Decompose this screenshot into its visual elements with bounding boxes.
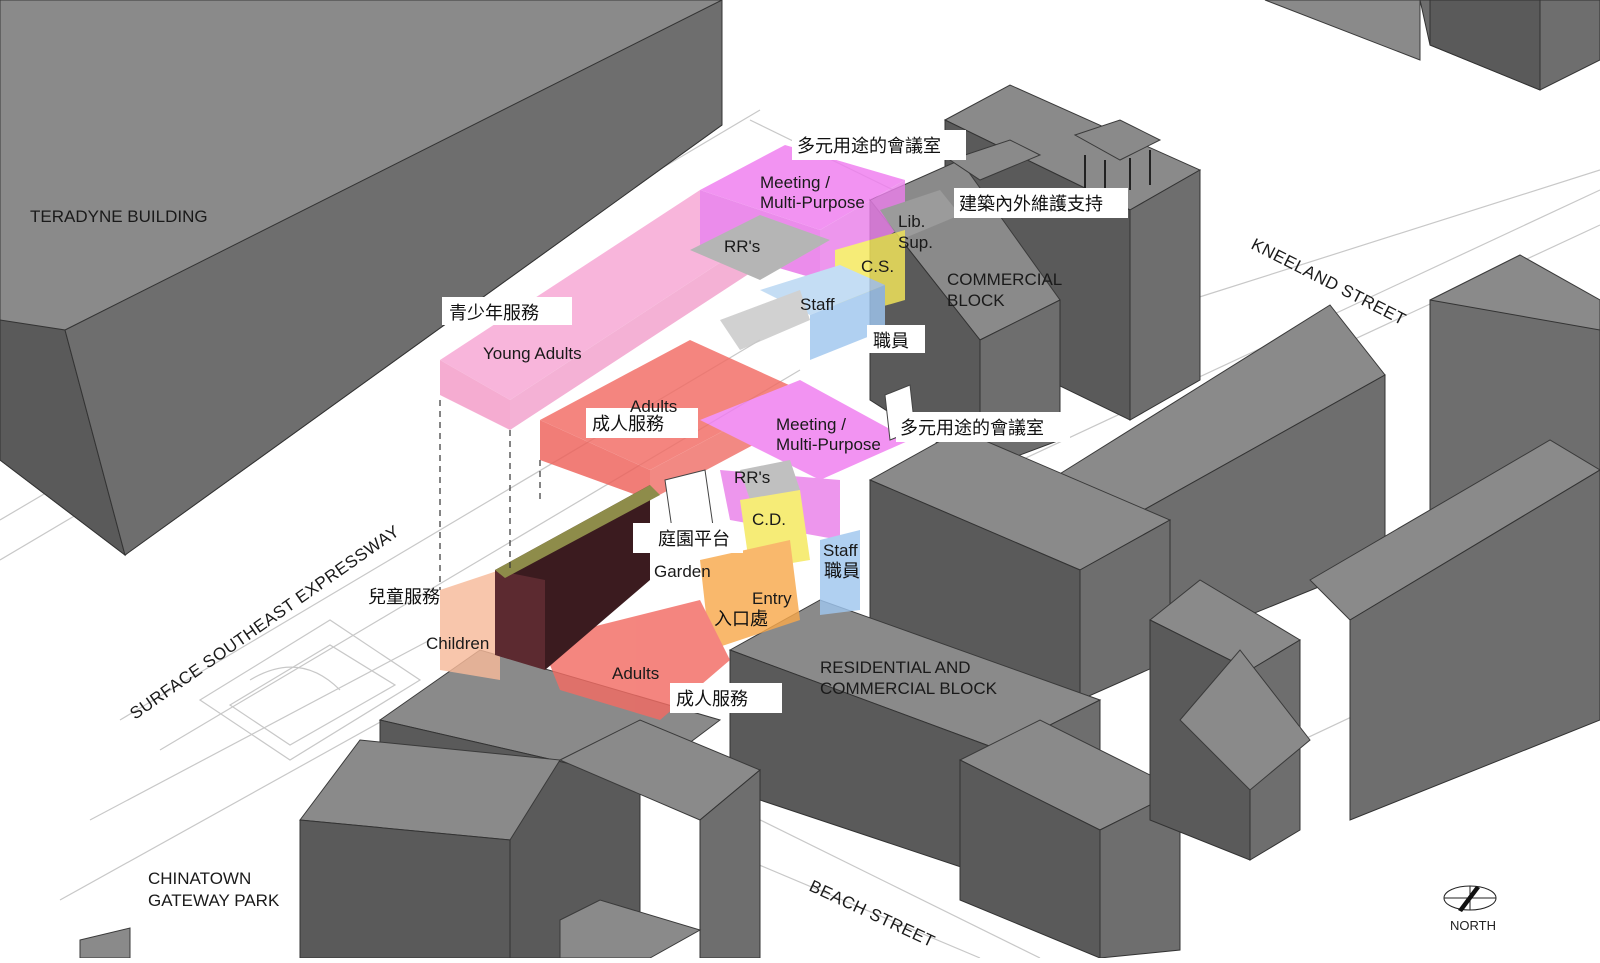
meeting-mid-label-2: Multi-Purpose: [776, 435, 881, 454]
adults-top-label: Adults: [630, 397, 677, 416]
column-lines: [439, 400, 541, 590]
adults-low-cn-label: 成人服務: [676, 689, 748, 710]
commercial-block-label-2: BLOCK: [947, 291, 1005, 310]
expressway-label: SURFACE SOUTHEAST EXPRESSWAY: [126, 522, 403, 724]
meeting-mid-cn-label: 多元用途的會議室: [900, 418, 1044, 439]
maintenance-cn-label: 建築內外維護支持: [959, 194, 1103, 215]
meeting-top-label-2: Multi-Purpose: [760, 193, 865, 212]
meeting-mid-label-1: Meeting /: [776, 415, 846, 434]
lib-sup-label-2: Sup.: [898, 233, 933, 252]
teradyne-building: [0, 0, 723, 557]
children-label: Children: [426, 634, 489, 653]
staff-mid-label: Staff: [823, 541, 858, 560]
meeting-top-label-1: Meeting /: [760, 173, 830, 192]
entry-cn-label: 入口處: [714, 609, 768, 630]
garden-cn-label: 庭園平台: [658, 529, 730, 550]
entry-label: Entry: [752, 589, 792, 608]
rr-top-label: RR's: [724, 237, 760, 256]
teradyne-building-label: TERADYNE BUILDING: [30, 207, 208, 226]
meeting-top-cn-label: 多元用途的會議室: [797, 136, 941, 157]
children-cn-label: 兒童服務: [368, 587, 440, 608]
kneeland-row-buildings: [1049, 254, 1600, 821]
garden-label: Garden: [654, 562, 711, 581]
young-adults-label: Young Adults: [483, 344, 582, 363]
adults-low-label: Adults: [612, 664, 659, 683]
youth-cn-label: 青少年服務: [449, 303, 539, 324]
north-arrow: NORTH: [1443, 885, 1497, 933]
residential-commercial-building: [728, 429, 1311, 959]
rr-mid-label: RR's: [734, 468, 770, 487]
staff-mid-cn-label: 職員: [824, 561, 860, 582]
staff-top-label: Staff: [800, 295, 835, 314]
adults-top-cn-label: 成人服務: [592, 414, 664, 435]
staff-top-cn-label: 職員: [873, 331, 909, 352]
residential-label-1: RESIDENTIAL AND: [820, 658, 971, 677]
north-arrow-icon: [1458, 886, 1480, 912]
residential-label-2: COMMERCIAL BLOCK: [820, 679, 998, 698]
cd-label: C.D.: [752, 510, 786, 529]
park-label-1: CHINATOWN: [148, 869, 251, 888]
north-label: NORTH: [1450, 918, 1496, 933]
label-backgrounds: [442, 130, 1128, 713]
top-right-buildings: [1264, 0, 1600, 91]
cs-label: C.S.: [861, 257, 894, 276]
park-label-2: GATEWAY PARK: [148, 891, 280, 910]
beach-street-label: BEACH STREET: [806, 876, 938, 951]
lib-sup-label-1: Lib.: [898, 212, 925, 231]
commercial-block-label-1: COMMERCIAL: [947, 270, 1062, 289]
foreground-buildings: [79, 649, 761, 959]
